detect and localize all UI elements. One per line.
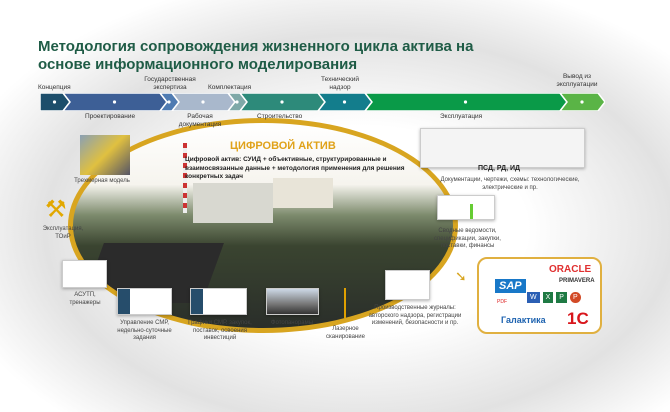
caption-photo: Фотопанорамы	[270, 320, 314, 326]
chimney	[183, 143, 187, 213]
smr-screenshot	[117, 288, 172, 315]
powerpoint-icon: P	[569, 292, 581, 303]
photo-panorama-image	[266, 288, 319, 315]
lifecycle-timeline	[40, 93, 605, 111]
sap-logo: SAP	[495, 279, 526, 293]
stage-operation: Эксплуатация	[440, 113, 483, 120]
arrow-icon: ➘	[455, 268, 467, 284]
journal-screenshot	[385, 270, 430, 300]
timeline-dot	[463, 100, 468, 104]
caption-summary: Сводные ведомости, спецификации, закупки…	[434, 228, 501, 249]
oracle-logo: ORACLE	[549, 264, 592, 275]
3d-model-image	[80, 135, 130, 175]
primavera-logo: PRIMAVERA	[559, 278, 595, 284]
page-title: Методология сопровождения жизненного цик…	[38, 38, 474, 73]
drawings-collage	[420, 128, 585, 168]
digital-asset-description: Цифровой актив: СУИД + объективные, стру…	[185, 156, 405, 180]
summary-screenshot	[437, 195, 495, 220]
software-integrations-box: ORACLE PRIMAVERA SAP PDF W X P P Галакти…	[477, 257, 602, 334]
caption-smr: Управление СМР, недельно-суточные задани…	[117, 320, 172, 341]
stage-supervision: Технический надзор	[321, 76, 359, 91]
stage-design: Проектирование	[85, 113, 136, 120]
stage-working-docs: Рабочая документация	[178, 113, 222, 128]
caption-toir: Эксплуатация, ТОиР	[42, 226, 84, 240]
digital-asset-title: ЦИФРОВОЙ АКТИВ	[230, 140, 336, 152]
caption-3d-model: Трехмерная модель	[74, 178, 130, 184]
graphs-screenshot	[190, 288, 247, 315]
caption-docs: Документации, чертежи, схемы: технологич…	[440, 177, 580, 191]
stage-construction: Строительство	[257, 113, 303, 120]
caption-psd: ПСД, РД, ИД	[478, 165, 520, 172]
wrench-hammer-icon: ⚒	[45, 196, 67, 223]
1c-logo: 1С	[567, 309, 589, 328]
laser-scanner-icon	[344, 288, 346, 318]
timeline-dot	[280, 100, 284, 104]
timeline-dot	[201, 100, 205, 104]
building	[193, 183, 273, 223]
caption-asutp: АСУТП, тренажеры	[69, 292, 101, 306]
caption-graphs: Графики СМР, закупок, поставок, освоения…	[188, 320, 252, 341]
building	[273, 178, 333, 208]
stage-expertise: Государственная экспертиза	[144, 76, 196, 91]
stage-procurement: Комплектация	[208, 84, 252, 91]
pdf-icon: PDF	[497, 299, 507, 305]
project-icon: P	[556, 292, 567, 303]
timeline-dot	[235, 100, 239, 104]
caption-journals: Производственные журналы: авторского над…	[368, 305, 462, 326]
timeline-dot	[342, 100, 347, 104]
caption-laser: Лазерное сканирование	[326, 326, 365, 340]
excel-icon: X	[542, 292, 554, 303]
timeline-dot	[580, 100, 584, 104]
office-icons: W X P P	[527, 292, 581, 303]
timeline-dot	[112, 100, 117, 104]
asutp-screenshot	[62, 260, 107, 288]
stage-decommission: Вывод из эксплуатации	[556, 73, 598, 88]
timeline-dot	[52, 100, 57, 104]
stage-concept: Концепция	[38, 84, 71, 91]
galaktika-logo: Галактика	[501, 315, 546, 325]
timeline-dot	[167, 100, 171, 104]
word-icon: W	[527, 292, 540, 303]
